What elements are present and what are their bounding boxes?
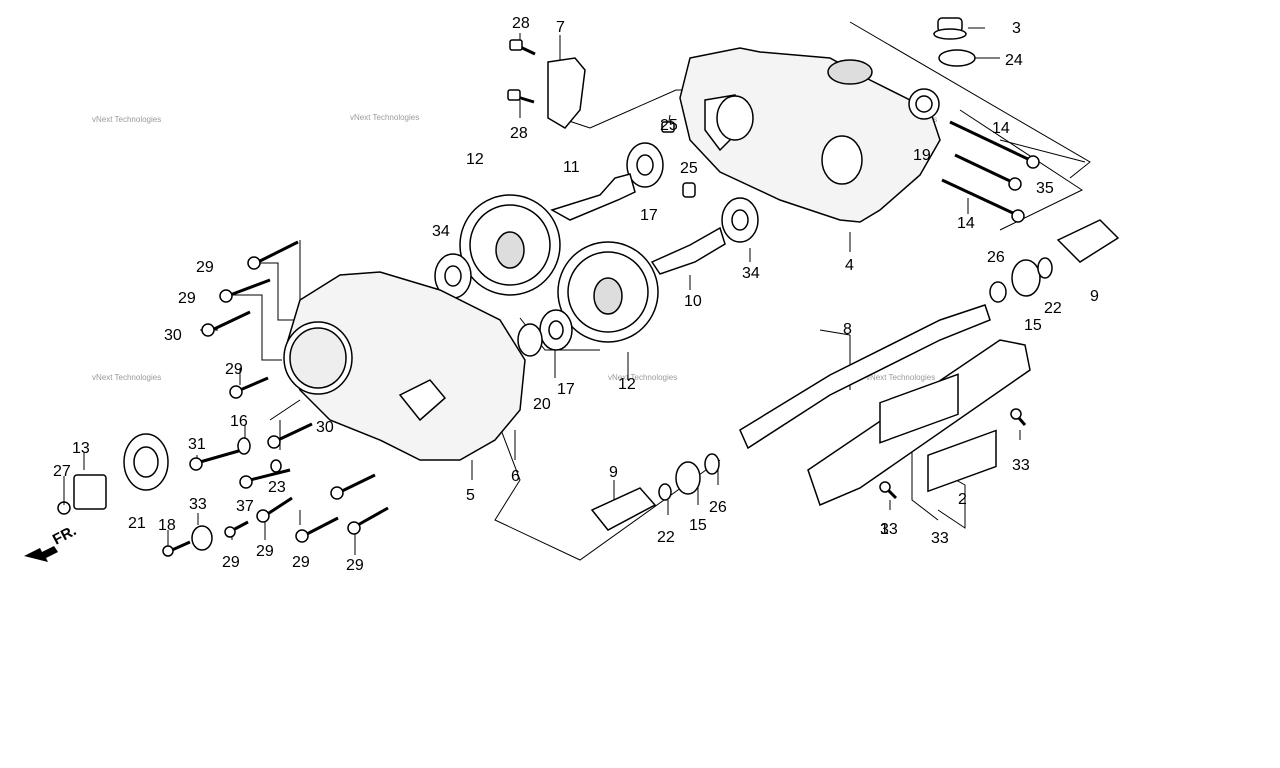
callout-34: 34 (742, 265, 760, 282)
callout-28: 28 (512, 15, 530, 32)
callout-25: 25 (680, 160, 698, 177)
shaft (650, 226, 726, 275)
o-ring (938, 49, 976, 67)
callout-15: 15 (1024, 317, 1042, 334)
callout-14: 14 (957, 215, 975, 232)
callout-29: 29 (292, 554, 310, 571)
callout-31: 31 (188, 436, 206, 453)
axle-shaft (739, 304, 991, 450)
callout-20: 20 (533, 396, 551, 413)
callout-22: 22 (1044, 300, 1062, 317)
front-label: FR. (50, 522, 79, 548)
callout-2: 2 (958, 491, 967, 508)
callout-12: 12 (466, 151, 484, 168)
lower-housing (284, 271, 526, 461)
callout-22: 22 (657, 529, 675, 546)
callout-18: 18 (158, 517, 176, 534)
callout-13: 13 (72, 440, 90, 457)
sleeve (1056, 219, 1120, 263)
callout-26: 26 (987, 249, 1005, 266)
callout-16: 16 (230, 413, 248, 430)
callout-17: 17 (557, 381, 575, 398)
label-plate (927, 429, 997, 493)
callout-29: 29 (196, 259, 214, 276)
watermark: vNext Technologies (350, 113, 419, 122)
callout-5: 5 (466, 487, 475, 504)
watermark: vNext Technologies (92, 115, 161, 124)
callout-28: 28 (510, 125, 528, 142)
callout-26: 26 (709, 499, 727, 516)
callout-12: 12 (618, 376, 636, 393)
watermark: vNext Technologies (608, 373, 677, 382)
callout-33: 33 (880, 521, 898, 538)
bracket (547, 57, 586, 129)
callout-10: 10 (684, 293, 702, 310)
callout-27: 27 (53, 463, 71, 480)
callout-1: 1 (880, 521, 889, 538)
callout-17: 17 (640, 207, 658, 224)
callout-25: 25 (660, 117, 678, 134)
callout-3: 3 (1012, 20, 1021, 37)
callout-33: 33 (1012, 457, 1030, 474)
upper-housing (679, 47, 941, 223)
watermark: vNext Technologies (866, 373, 935, 382)
callout-33: 33 (931, 530, 949, 547)
parts-outlines (24, 17, 1120, 562)
callout-19: 19 (913, 147, 931, 164)
callout-23: 23 (268, 479, 286, 496)
sleeve (590, 487, 657, 531)
callout-33: 33 (189, 496, 207, 513)
callout-29: 29 (256, 543, 274, 560)
callout-6: 6 (511, 468, 520, 485)
front-arrow-icon (24, 546, 58, 562)
callout-29: 29 (222, 554, 240, 571)
callout-29: 29 (178, 290, 196, 307)
callout-21: 21 (128, 515, 146, 532)
callout-35: 35 (1036, 180, 1054, 197)
callout-24: 24 (1005, 52, 1023, 69)
watermark: vNext Technologies (92, 373, 161, 382)
shaft (550, 173, 636, 221)
callout-15: 15 (689, 517, 707, 534)
callout-14: 14 (992, 120, 1010, 137)
callout-9: 9 (609, 464, 618, 481)
callout-37: 37 (236, 498, 254, 515)
callout-11: 11 (563, 159, 580, 176)
callout-34: 34 (432, 223, 450, 240)
callout-29: 29 (225, 361, 243, 378)
pinion-gear (73, 474, 107, 510)
callout-30: 30 (164, 327, 182, 344)
callout-7: 7 (556, 19, 565, 36)
callout-29: 29 (346, 557, 364, 574)
callout-30: 30 (316, 419, 334, 436)
callout-4: 4 (845, 257, 854, 274)
callout-9: 9 (1090, 288, 1099, 305)
callout-8: 8 (843, 321, 852, 338)
